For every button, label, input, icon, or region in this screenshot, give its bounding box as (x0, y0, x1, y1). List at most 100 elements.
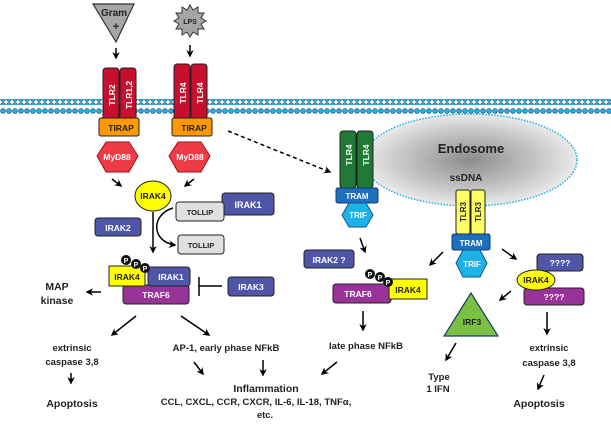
tlr4-endosomal-receptor: TLR4 TLR4 (339, 130, 374, 189)
type1-ifn-label: 1 IFN (426, 384, 449, 395)
irak2-label: IRAK2 ? (312, 255, 345, 265)
traf6-irak4-complex: TRAF6 IRAK4 P P P (332, 269, 428, 304)
lps-stimulus: LPS (173, 4, 207, 38)
tlr4-label: TLR4 (344, 144, 354, 166)
irak2-label: IRAK2 (105, 223, 131, 233)
apoptosis-label-left: Apoptosis (46, 398, 97, 410)
extrinsic-caspase-label: caspase 3,8 (522, 358, 575, 369)
tlr3-label: TLR3 (474, 201, 483, 222)
tlr4-surface-receptor: TLR4 TLR4 (173, 63, 208, 123)
tollip-1: TOLLIP (175, 201, 225, 222)
unknown-irak4-complex: ???? ???? IRAK4 (516, 253, 585, 306)
map-kinase-label: MAP (45, 281, 68, 293)
arrow-to-ap1 (180, 315, 211, 336)
irak4-label: IRAK4 (114, 272, 140, 282)
tram-label: TRAM (345, 192, 368, 201)
arrow-trif-irak4-right (501, 248, 518, 260)
cell-membrane (0, 99, 611, 114)
trif-1: TRIF (341, 202, 374, 228)
extrinsic-caspase-label: extrinsic (529, 343, 568, 354)
arrow-trif-traf6 (359, 237, 367, 254)
irak1-label: IRAK1 (234, 200, 261, 210)
endosome-label: Endosome (438, 141, 504, 156)
tram-label: TRAM (459, 239, 482, 248)
apoptosis-label-right: Apoptosis (513, 398, 564, 410)
myd88-1: MyD88 (96, 141, 139, 173)
arrow-myd88-irak4 (111, 178, 123, 187)
tlr2-label: TLR2 (107, 84, 117, 106)
extrinsic-caspase-label: extrinsic (52, 343, 91, 354)
tollip-label: TOLLIP (187, 208, 214, 217)
inflammation-label: Inflammation (233, 383, 298, 395)
phospho-label: P (368, 272, 373, 279)
tram-2: TRAM (451, 233, 491, 251)
arrow-irak4-irf3 (498, 290, 512, 301)
lps-label: LPS (183, 19, 197, 26)
irak2-questionable: IRAK2 ? (303, 249, 355, 269)
tirap-label: TIRAP (108, 123, 134, 133)
unknown-protein-label: ???? (550, 258, 571, 268)
tirap-2: TIRAP (171, 117, 213, 137)
tirap-label: TIRAP (181, 123, 207, 133)
tollip-label: TOLLIP (188, 241, 215, 250)
tlr3-label: TLR3 (459, 201, 468, 222)
gram-plus-label: + (113, 21, 119, 33)
phospho-label: P (143, 266, 148, 273)
myd88-2: MyD88 (168, 141, 211, 173)
tlr3-receptor: TLR3 TLR3 (455, 189, 486, 235)
irak4-label: IRAK4 (395, 285, 421, 295)
trif-label: TRIF (349, 211, 367, 220)
cytokines-label: CCL, CXCL, CCR, CXCR, IL-6, IL-18, TNFα, (161, 397, 352, 408)
phospho-label: P (378, 275, 383, 282)
irak3: IRAK3 (227, 276, 275, 297)
arrow-to-apoptosis-right (536, 374, 545, 391)
irak2-left: IRAK2 (94, 217, 142, 237)
arrow-irf3-ifn (445, 342, 457, 362)
phospho-label: P (386, 280, 391, 287)
gram-label: Gram (101, 8, 127, 19)
late-nfkb-label: late phase NFkB (329, 341, 403, 352)
unknown-protein-label: ???? (544, 292, 565, 302)
tlr12-label: TLR1,2 (124, 81, 134, 110)
dashed-arrow-tlr4-internalization (227, 130, 332, 174)
irak1-label: IRAK1 (158, 272, 184, 282)
traf6-label: TRAF6 (142, 290, 170, 300)
ap1-early-nfkb-label: AP-1, early phase NFkB (173, 343, 280, 354)
tlr4-label: TLR4 (178, 82, 188, 104)
tlr4-label: TLR4 (195, 82, 205, 104)
irak4-label: IRAK4 (523, 275, 549, 285)
irf3: IRF3 (442, 291, 500, 337)
traf6-label: TRAF6 (344, 289, 372, 299)
arrow-trif-irak4-mid (428, 251, 444, 267)
etc-label: etc. (257, 410, 273, 421)
myd88-label: MyD88 (103, 152, 131, 162)
tram-1: TRAM (335, 187, 379, 204)
ssdna-label: ssDNA (450, 173, 483, 184)
arrow-late-nfkb-inflammation (320, 361, 338, 375)
irf3-label: IRF3 (463, 317, 482, 327)
arrow-ap1-inflammation (193, 361, 204, 376)
irak3-label: IRAK3 (238, 282, 264, 292)
tlr2-tlr12-receptor: TLR2 TLR1,2 (102, 67, 137, 123)
irak1-top: IRAK1 (221, 192, 275, 216)
irak4-irak1-traf6-complex: TRAF6 IRAK1 IRAK4 P P P (108, 255, 191, 305)
trif-2: TRIF (455, 249, 488, 278)
arrow-myd88-irak4 (183, 178, 195, 187)
phospho-groups: P P P (121, 255, 150, 273)
gram-positive-stimulus: Gram + (91, 3, 135, 44)
endosome: Endosome ssDNA (362, 113, 578, 207)
map-kinase-label: kinase (41, 295, 74, 307)
trif-label: TRIF (463, 260, 481, 269)
type1-ifn-label: Type (428, 372, 449, 383)
irak4-top: IRAK4 (134, 180, 172, 212)
tollip-2: TOLLIP (177, 234, 225, 255)
arrow-tollip-release (156, 207, 177, 248)
myd88-label: MyD88 (176, 152, 204, 162)
arrow-to-caspase-left (110, 315, 137, 336)
tlr4-label: TLR4 (361, 144, 371, 166)
irak4-label: IRAK4 (140, 191, 166, 201)
phospho-label: P (134, 262, 139, 269)
extrinsic-caspase-label: caspase 3,8 (45, 357, 98, 368)
phospho-label: P (124, 258, 129, 265)
